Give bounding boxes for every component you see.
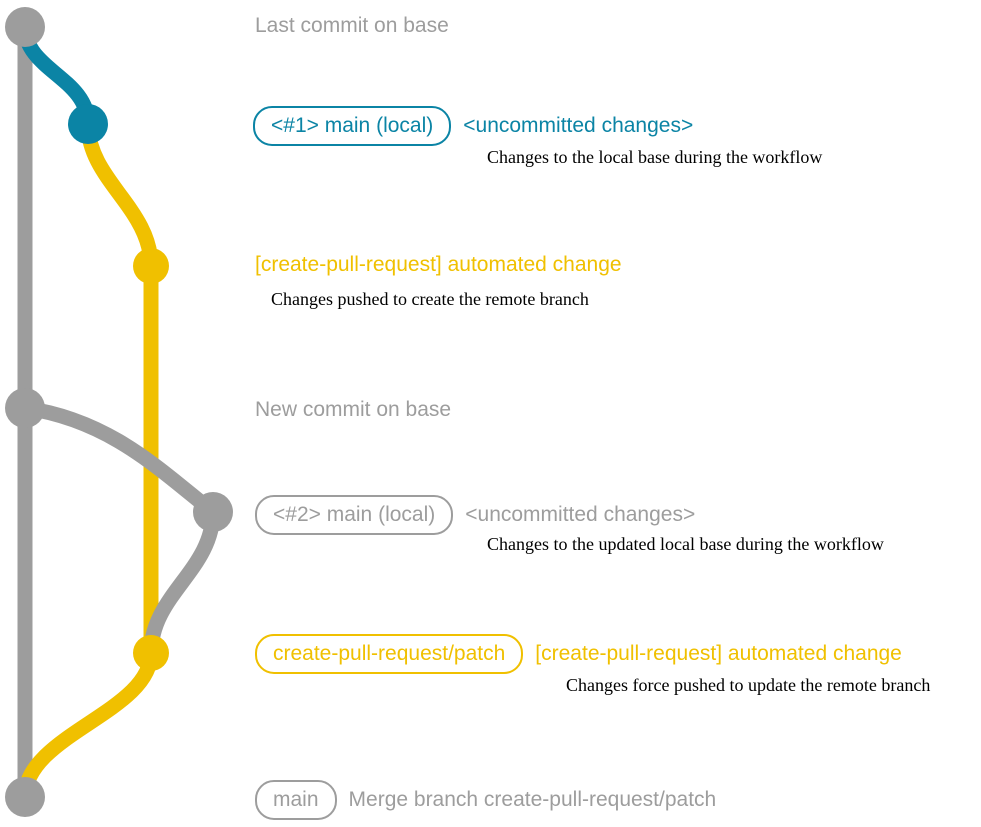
ref-badge-main-local-1[interactable]: <#1> main (local) (253, 106, 452, 146)
edge-newbase-to-local2 (17, 400, 221, 520)
commit-node-patch-1[interactable] (133, 248, 169, 284)
commit-subject-automated-change-1: [create-pull-request] automated change (255, 253, 622, 276)
commit-note-main-local-2: Changes to the updated local base during… (487, 534, 884, 554)
commit-node-local-2[interactable] (193, 492, 233, 532)
ref-badge-create-pull-request-patch[interactable]: create-pull-request/patch (255, 634, 524, 674)
commit-node-patch-2[interactable] (133, 635, 169, 671)
ref-badge-main[interactable]: main (255, 780, 337, 820)
commit-row-main-local-1: <#1> main (local) <uncommitted changes> (253, 106, 693, 146)
commit-subject-merge-commit: Merge branch create-pull-request/patch (348, 788, 717, 811)
edge-patch2-to-merge (17, 645, 159, 805)
ref-badge-main-local-2[interactable]: <#2> main (local) (255, 495, 454, 535)
commit-row-automated-change-1: [create-pull-request] automated change (255, 253, 622, 277)
commit-subject-new-commit-on-base: New commit on base (255, 398, 452, 421)
commit-subject-automated-change-2: [create-pull-request] automated change (535, 642, 902, 665)
commit-node-merge[interactable] (5, 777, 45, 817)
commit-row-merge-commit: main Merge branch create-pull-request/pa… (255, 780, 716, 820)
commit-note-main-local-1: Changes to the local base during the wor… (487, 147, 823, 167)
commit-node-base-new[interactable] (5, 388, 45, 428)
commit-subject-last-commit-on-base: Last commit on base (255, 14, 449, 37)
commit-note-automated-change-2: Changes force pushed to update the remot… (566, 675, 931, 695)
commit-row-automated-change-2: create-pull-request/patch [create-pull-r… (255, 634, 902, 674)
commit-node-base-top[interactable] (5, 7, 45, 47)
commit-node-local-1[interactable] (68, 104, 108, 144)
commit-row-main-local-2: <#2> main (local) <uncommitted changes> (255, 495, 695, 535)
commit-note-automated-change-1: Changes pushed to create the remote bran… (271, 289, 589, 309)
commit-subject-main-local-2: <uncommitted changes> (465, 503, 696, 526)
commit-subject-main-local-1: <uncommitted changes> (463, 114, 694, 137)
